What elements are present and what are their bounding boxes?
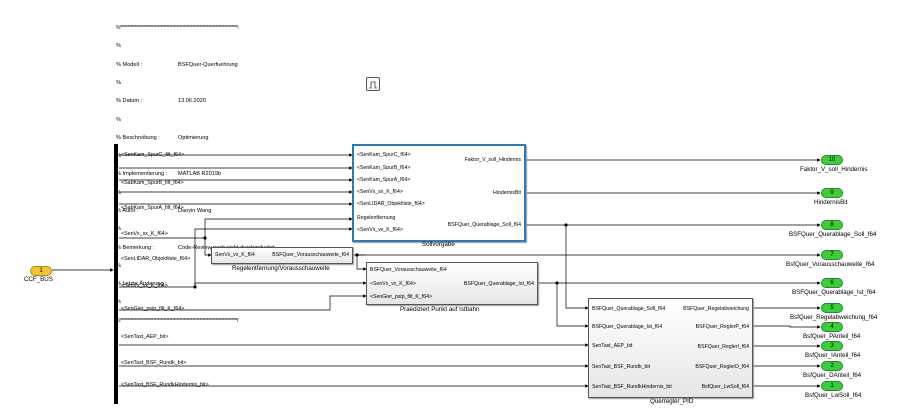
bus-signal-label: <SenLIDAR_Objektliste_f64> — [121, 256, 191, 262]
header-row-beschreibung: % Beschreibung :Optimierung — [116, 134, 209, 141]
bus-signal-label: <SenTast_BSF_RundkHindernis_bit> — [121, 382, 209, 388]
praediziert-block-name: Praediziert Punkt auf Istbahn — [400, 306, 480, 313]
outport-label: BSFQuer_Querablage_Ist_f64 — [792, 289, 876, 296]
bus-signal-label: <SenVx_sx_K_f64> — [121, 231, 168, 237]
sollvorgabe-block[interactable]: <SenKam_SpurC_f64> <SenKam_SpurB_f64> <S… — [352, 144, 526, 242]
querregler-pid-block-name: Querregler_PID — [650, 398, 694, 405]
bus-selector[interactable] — [114, 144, 118, 404]
header-row-autor: % Autor :Daoyin Wang — [116, 208, 212, 214]
header-row-letzte-aenderung: % Letzte Änderung : — [116, 281, 167, 288]
outport-label: BsfQuer_Vorausschauweite_f64 — [786, 261, 875, 268]
header-row-implementierung: % Implementierung :MATLAB R2019b — [116, 171, 222, 178]
bus-signal-label: <SenVx_vx_K_f64> — [121, 283, 168, 289]
outport-7[interactable]: 7 — [821, 250, 843, 260]
outport-label: BsfQuer_LwSoll_f64 — [805, 392, 862, 399]
outport-9[interactable]: 9 — [821, 188, 843, 198]
outport-4[interactable]: 4 — [821, 322, 843, 332]
inport-ccf-bus[interactable]: 1 — [30, 266, 52, 276]
outport-label: BsfQuer_Regelabweichung_f64 — [790, 314, 878, 321]
querregler-pid-block[interactable]: BSFQuer_Querablage_Soll_f64 BSFQuer_Quer… — [588, 298, 753, 398]
outport-label: BsfQuer_PAnteil_f64 — [803, 333, 861, 340]
outport-3[interactable]: 3 — [821, 341, 843, 351]
outport-1[interactable]: 1 — [821, 381, 843, 391]
scope-icon[interactable] — [366, 77, 380, 91]
bus-signal-label: <SenGier_psip_filt_K_f64> — [121, 306, 185, 312]
outport-6[interactable]: 6 — [821, 278, 843, 288]
praediziert-block[interactable]: BSFQuer_Vorausschauweite_f64 <SenVx_vx_K… — [366, 262, 538, 305]
bus-signal-label: <SenTast_BSF_Rundk_bit> — [121, 360, 187, 366]
header-border-bottom: %***************************************… — [116, 317, 238, 324]
header-border-top: %***************************************… — [116, 25, 238, 32]
regelentfernung-block-name: Regelentfernung/Vorausschauweite — [232, 265, 330, 272]
header-row-modell: % Modell :BSFQuer-Querfuehrung — [116, 61, 238, 68]
outport-10[interactable]: 10 — [821, 155, 843, 165]
sollvorgabe-block-name: Sollvorgabe — [422, 241, 455, 248]
bus-signal-label: <SabKam_SpurB_filt_f64> — [121, 180, 184, 186]
outport-2[interactable]: 2 — [821, 361, 843, 371]
outport-5[interactable]: 5 — [821, 303, 843, 313]
header-row-datum: % Datum :13.06.2020 — [116, 98, 206, 105]
regelentfernung-block[interactable]: SenVx_vx_K_f64 BSFQuer_Vorausschauweite_… — [211, 247, 353, 264]
inport-label: CCF_BUS — [24, 276, 53, 283]
outport-label: HindernisBit — [814, 199, 848, 206]
bus-signal-label: <SenTast_AEP_bit> — [121, 334, 169, 340]
outport-label: BsfQuer_IAnteil_f64 — [805, 352, 861, 359]
outport-label: BSFQuer_Querablage_Soll_f64 — [789, 231, 877, 238]
bus-signal-label: <SenKam_SpurC_filt_f64> — [121, 152, 185, 158]
outport-8[interactable]: 8 — [821, 220, 843, 230]
outport-label: Faktor_V_soll_Hindernis — [800, 166, 868, 173]
bus-signal-label: <SabKam_SpurA_filt_f64> — [121, 205, 184, 211]
outport-label: BsfQuer_DAnteil_f64 — [803, 372, 862, 379]
